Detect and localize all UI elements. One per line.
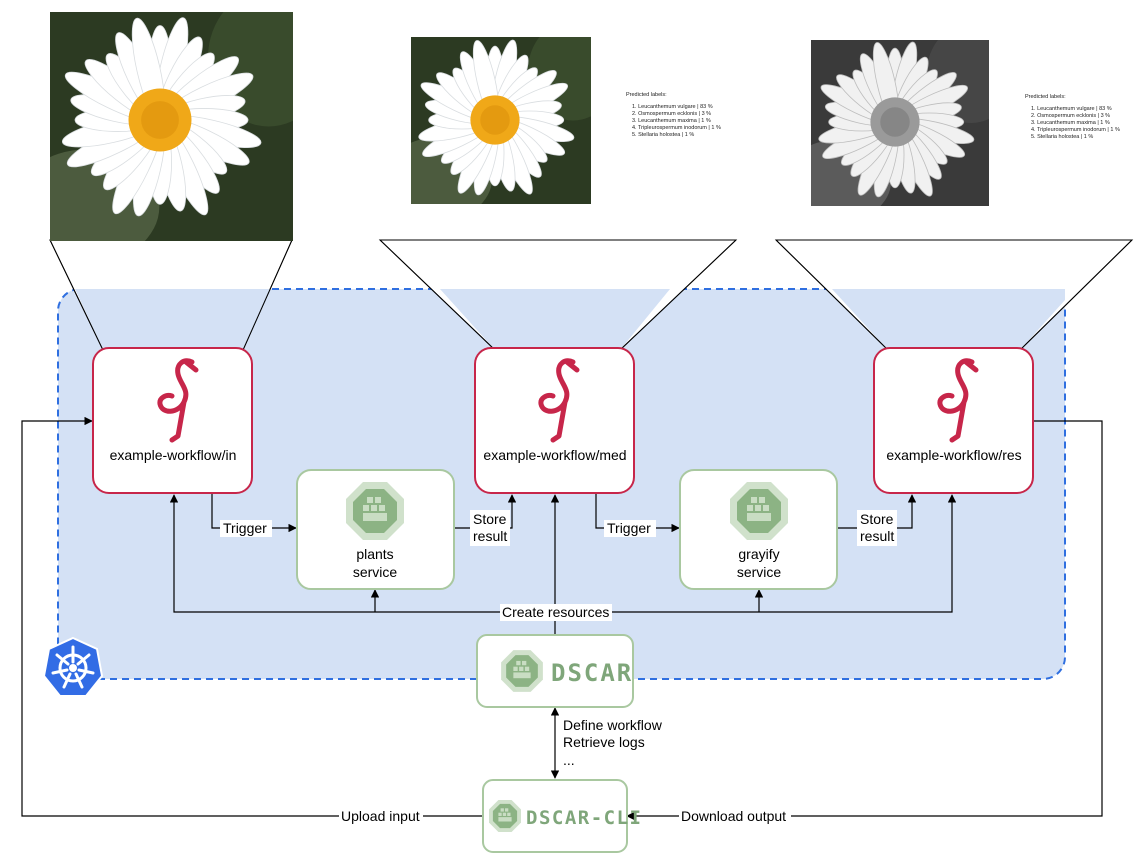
edge-labels: Trigger Trigger Store result Store resul… <box>220 510 897 825</box>
service-grayify[interactable]: grayify service <box>679 469 838 590</box>
prediction-item: 3. Leucanthemum maxima | 1 % <box>632 118 711 124</box>
prediction-title: Predicted labels: <box>626 92 667 98</box>
prediction-item: 2. Osmospermum ecklonis | 3 % <box>632 111 711 117</box>
oscar-octagon-icon <box>489 800 521 832</box>
prediction-list-med: Predicted labels: 1. Leucanthemum vulgar… <box>626 92 721 138</box>
bucket-in[interactable]: example-workflow/in <box>92 347 253 494</box>
store-label-2b: result <box>860 528 894 544</box>
service-label-line2: service <box>353 564 398 580</box>
prediction-title: Predicted labels: <box>1025 94 1066 100</box>
bucket-label: example-workflow/res <box>886 447 1021 463</box>
oscar-octagon-icon <box>730 482 788 540</box>
cli-label-more: ... <box>563 752 575 768</box>
prediction-item: 4. Tripleurospermum inodorum | 1 % <box>632 125 721 131</box>
service-label-line1: grayify <box>738 546 779 562</box>
daisy-photo-med <box>411 37 591 204</box>
service-plants[interactable]: plants service <box>296 469 455 590</box>
daisy-photo-original <box>50 12 293 241</box>
oscar-cli-logo-text: DSCAR-CLI <box>526 807 642 829</box>
bucket-res[interactable]: example-workflow/res <box>873 347 1034 494</box>
trigger-label-1: Trigger <box>223 520 267 536</box>
prediction-item: 5. Stellaria holostea | 1 % <box>1031 134 1093 140</box>
service-label-line2: service <box>737 564 782 580</box>
prediction-list-res: Predicted labels: 1. Leucanthemum vulgar… <box>1025 94 1120 140</box>
download-output-label: Download output <box>681 808 786 824</box>
bucket-med[interactable]: example-workflow/med <box>474 347 635 494</box>
store-label-1b: result <box>473 528 507 544</box>
oscar-cli[interactable]: DSCAR-CLI <box>482 779 642 853</box>
prediction-item: 4. Tripleurospermum inodorum | 1 % <box>1031 127 1120 133</box>
trigger-label-2: Trigger <box>607 520 651 536</box>
bucket-label: example-workflow/in <box>110 447 237 463</box>
oscar-octagon-icon <box>346 482 404 540</box>
oscar-manager[interactable]: DSCAR <box>476 634 634 708</box>
oscar-logo-text: DSCAR <box>551 659 633 687</box>
oscar-octagon-icon <box>501 650 543 692</box>
create-resources-label: Create resources <box>502 604 609 620</box>
cli-label-logs: Retrieve logs <box>563 734 645 750</box>
prediction-item: 2. Osmospermum ecklonis | 3 % <box>1031 113 1110 119</box>
kubernetes-wheel-icon <box>42 636 104 697</box>
daisy-photo-res <box>811 40 989 206</box>
cli-label-define: Define workflow <box>563 717 663 733</box>
prediction-item: 5. Stellaria holostea | 1 % <box>632 132 694 138</box>
prediction-item: 3. Leucanthemum maxima | 1 % <box>1031 120 1110 126</box>
prediction-item: 1. Leucanthemum vulgare | 83 % <box>1031 106 1112 112</box>
service-label-line1: plants <box>356 546 393 562</box>
bucket-label: example-workflow/med <box>483 447 626 463</box>
upload-input-label: Upload input <box>341 808 420 824</box>
store-label-2a: Store <box>860 511 894 527</box>
store-label-1a: Store <box>473 511 507 527</box>
prediction-item: 1. Leucanthemum vulgare | 83 % <box>632 104 713 110</box>
